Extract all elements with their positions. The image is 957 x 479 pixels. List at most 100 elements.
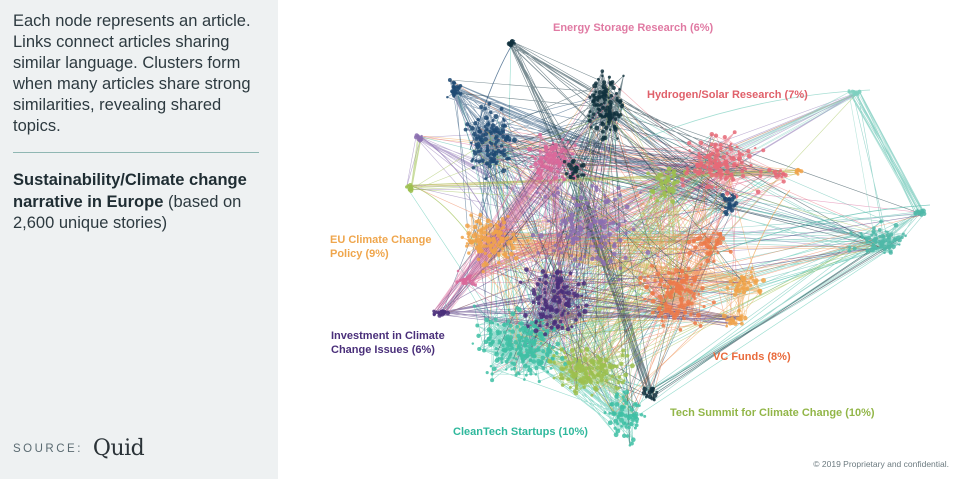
article-node (551, 345, 555, 350)
article-node (527, 367, 533, 373)
article-node (749, 283, 753, 287)
article-node (713, 142, 718, 147)
article-node (645, 393, 649, 397)
article-node (666, 166, 672, 172)
article-node (741, 153, 745, 156)
article-node (591, 100, 594, 103)
article-node (638, 281, 642, 285)
article-node (531, 154, 534, 158)
article-node (587, 365, 592, 371)
article-node (584, 303, 589, 308)
source-label: SOURCE: (13, 442, 83, 455)
article-node (489, 131, 493, 136)
article-node (535, 191, 539, 195)
article-node (587, 118, 592, 123)
article-node (660, 319, 664, 323)
article-node (608, 411, 612, 415)
article-node (501, 343, 505, 348)
article-node (543, 194, 548, 199)
article-node (582, 385, 586, 390)
article-node (523, 378, 526, 381)
article-node (610, 80, 615, 84)
article-node (884, 230, 887, 233)
article-node (681, 296, 684, 300)
article-node (703, 232, 707, 236)
article-node (852, 246, 857, 251)
cluster-labels: Energy Storage Research (6%)Hydrogen/Sol… (330, 22, 875, 438)
article-node (497, 261, 501, 265)
article-node (496, 233, 501, 238)
article-node (580, 173, 584, 177)
article-node (915, 210, 918, 213)
article-node (865, 239, 869, 244)
article-node (725, 324, 729, 328)
article-node (650, 190, 656, 195)
article-node (508, 338, 513, 344)
article-node (570, 254, 574, 258)
article-node (633, 426, 637, 430)
article-node (465, 244, 469, 248)
article-node (603, 411, 607, 415)
article-node (538, 294, 543, 299)
article-node (657, 172, 661, 177)
article-node (414, 133, 419, 138)
article-node (568, 271, 573, 275)
article-node (560, 251, 564, 255)
article-node (496, 251, 501, 256)
article-node (725, 191, 730, 196)
cluster-label-tech: Tech Summit for Climate Change (10%) (670, 407, 875, 419)
article-node (513, 256, 519, 261)
article-node (523, 354, 526, 358)
article-node (535, 176, 540, 181)
article-node (591, 112, 596, 116)
article-node (642, 386, 648, 392)
article-node (872, 226, 876, 230)
article-node (592, 385, 598, 391)
article-node (689, 301, 694, 306)
article-node (624, 204, 630, 210)
article-node (575, 366, 580, 371)
article-node (479, 237, 482, 241)
article-node (690, 282, 694, 286)
article-node (478, 228, 484, 233)
article-node (712, 231, 715, 235)
article-node (624, 389, 630, 395)
article-node (592, 231, 596, 235)
article-node (628, 413, 633, 419)
article-node (589, 126, 593, 129)
article-node (485, 244, 489, 248)
article-node (485, 224, 489, 229)
article-node (603, 241, 608, 246)
article-node (589, 358, 594, 364)
article-node (551, 321, 557, 327)
article-node (555, 351, 559, 355)
article-node (508, 42, 514, 48)
article-node (728, 146, 734, 152)
article-node (749, 270, 753, 274)
article-node (723, 209, 729, 215)
article-node (568, 386, 572, 389)
article-node (557, 164, 561, 168)
article-node (737, 157, 742, 162)
article-node (481, 133, 486, 138)
article-node (596, 355, 600, 359)
article-node (544, 304, 548, 308)
article-node (575, 265, 579, 269)
article-node (623, 379, 626, 382)
article-node (689, 312, 693, 317)
article-node (675, 179, 680, 184)
article-node (669, 295, 674, 300)
article-node (512, 366, 517, 371)
article-node (521, 328, 527, 334)
article-node (497, 220, 500, 223)
cluster-label-energy: Energy Storage Research (6%) (553, 22, 714, 34)
article-node (695, 162, 700, 168)
article-node (848, 245, 852, 249)
article-node (566, 360, 571, 365)
article-node (701, 233, 705, 236)
article-node (488, 159, 493, 164)
article-node (635, 420, 639, 424)
article-node (538, 170, 543, 175)
article-node (592, 93, 596, 97)
